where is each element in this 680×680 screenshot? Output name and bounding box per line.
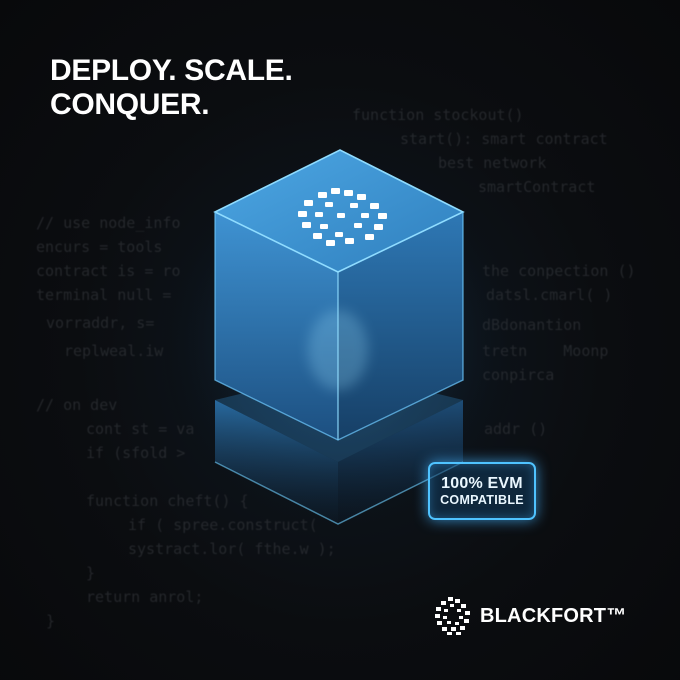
code-line: } <box>86 564 96 582</box>
code-line: vorraddr, s= <box>46 314 155 332</box>
cube-logo-icon <box>298 188 387 246</box>
headline-line-1: DEPLOY. SCALE. <box>50 54 293 87</box>
code-line: if (sfold > <box>86 444 186 462</box>
cube-body <box>213 149 465 441</box>
code-line: replweal.iw <box>64 342 164 360</box>
code-line: return anrol; <box>86 588 204 606</box>
code-line: smartContract <box>478 178 596 196</box>
code-line: } <box>46 612 56 630</box>
badge-line-2: COMPATIBLE <box>440 492 524 507</box>
code-line: start(): smart contract <box>400 130 608 148</box>
evm-compatible-badge: 100% EVM COMPATIBLE <box>428 462 536 520</box>
code-line: encurs = tools <box>36 238 163 256</box>
code-line: // use node_info <box>36 214 181 232</box>
brand-name: BLACKFORT™ <box>480 604 627 627</box>
code-line: function stockout() <box>352 106 524 124</box>
code-line: best network <box>438 154 547 172</box>
badge-line-1: 100% EVM <box>441 474 523 492</box>
headline-line-2: CONQUER. <box>50 88 210 121</box>
headline: DEPLOY. SCALE. CONQUER. <box>50 54 293 122</box>
code-line: systract.lor( fthe.w ); <box>128 540 336 558</box>
brand-logo: BLACKFORT™ <box>434 596 626 636</box>
code-line: // on dev <box>36 396 118 414</box>
blackfort-logo-icon <box>435 597 470 635</box>
